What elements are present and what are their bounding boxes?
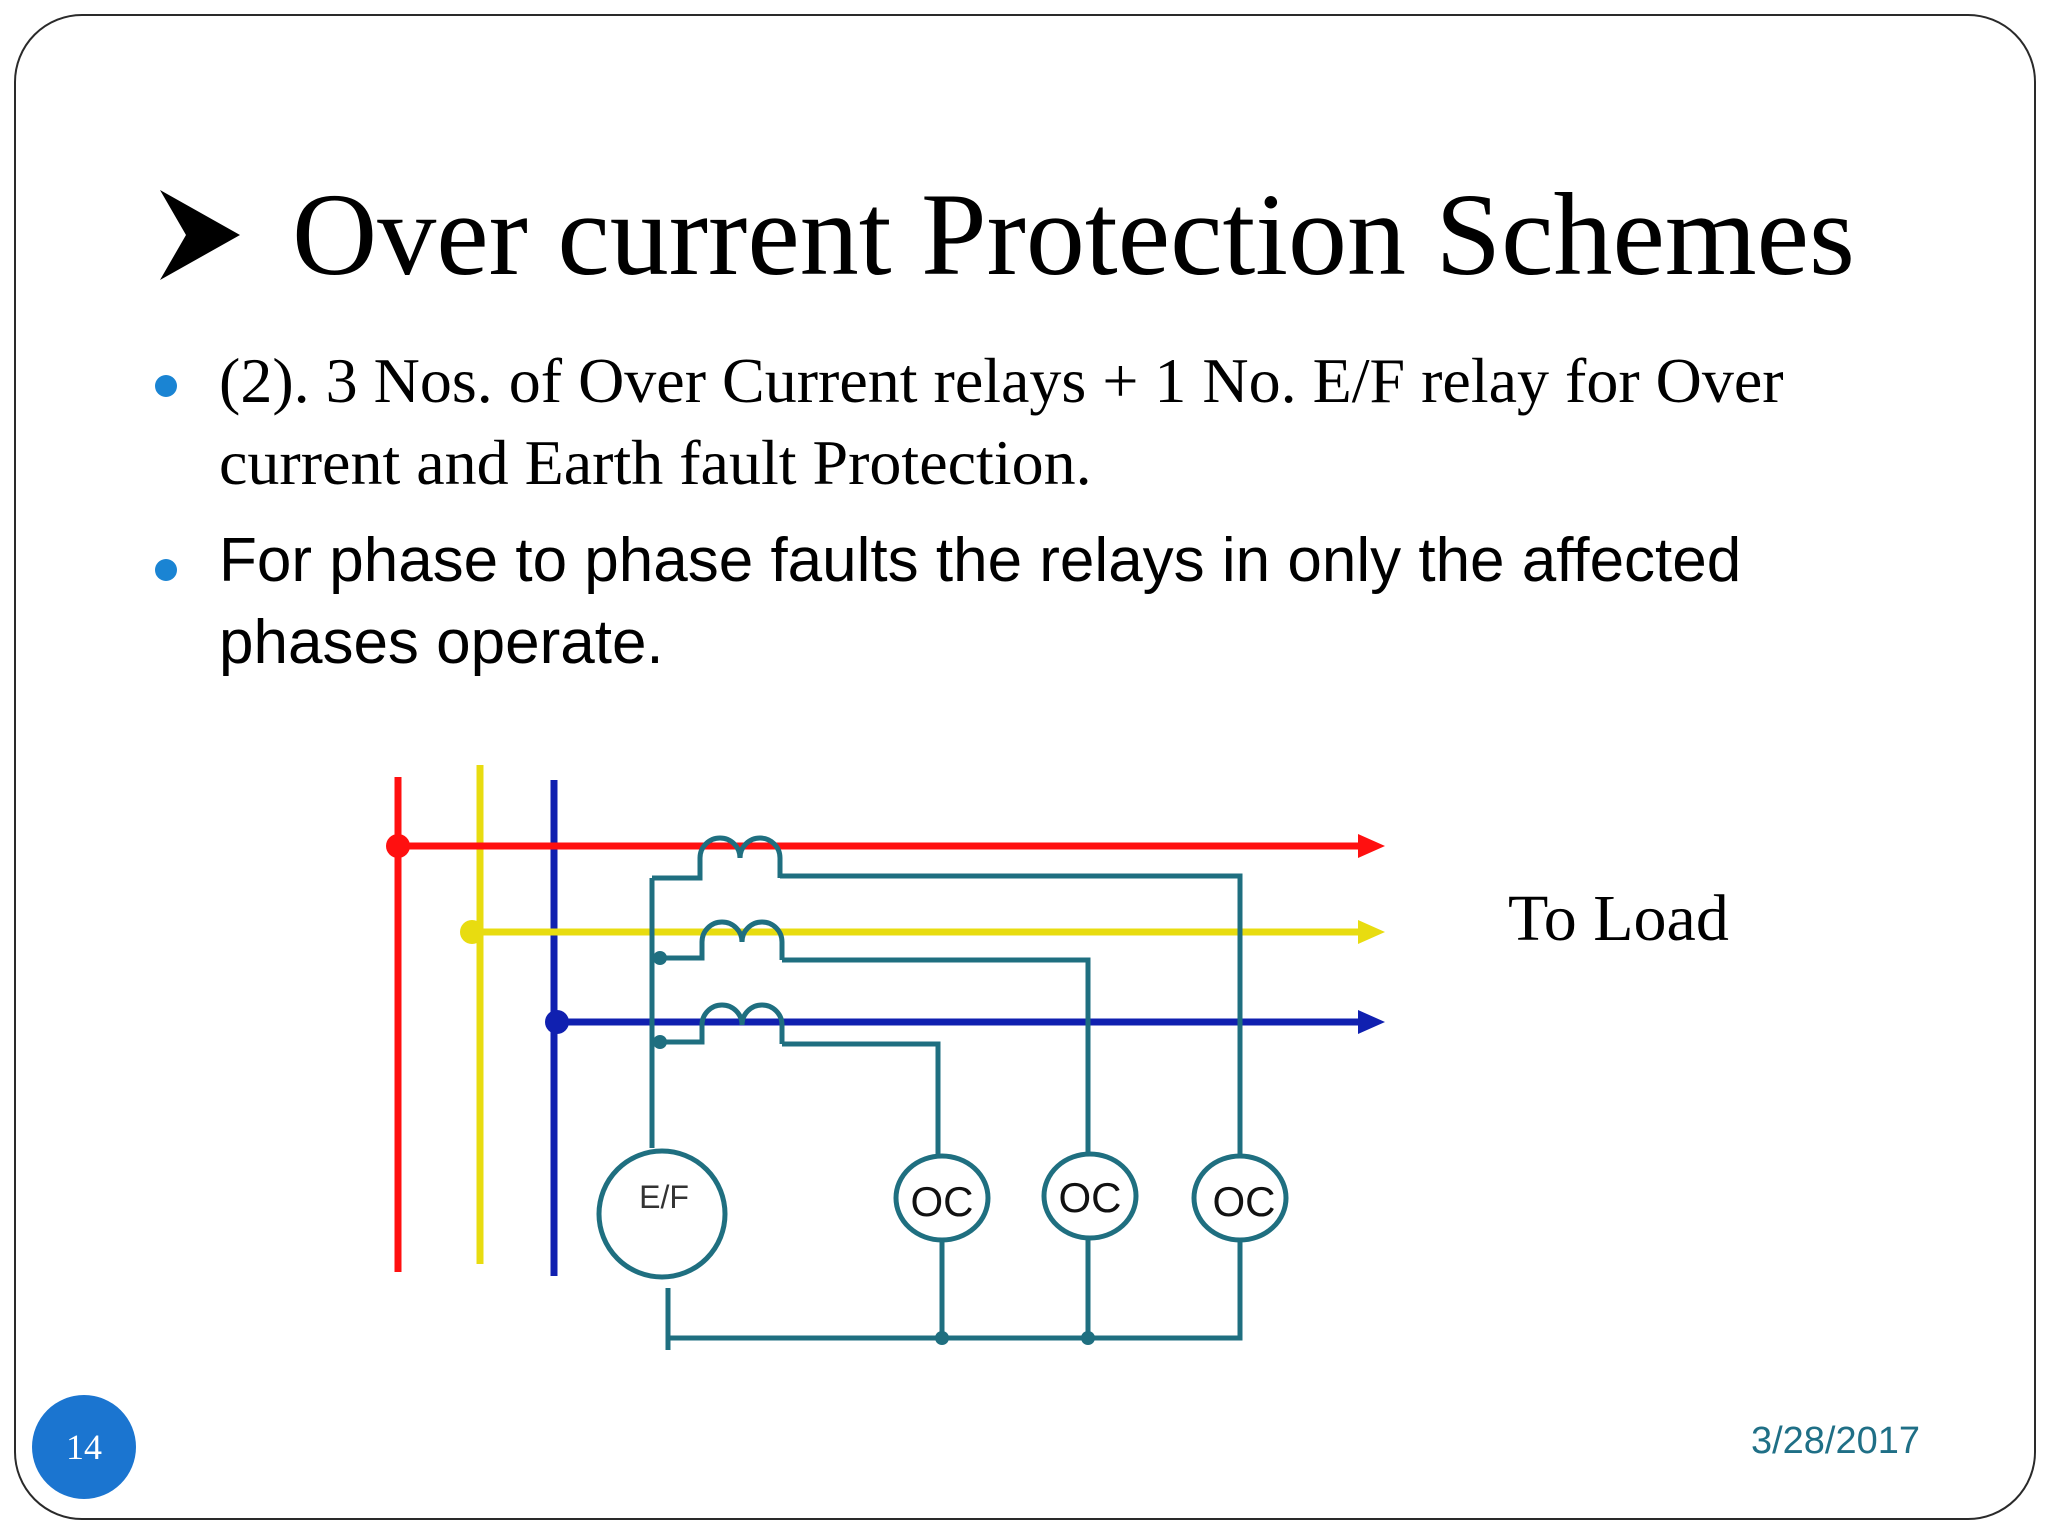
- yellow-phase-junction: [460, 920, 484, 944]
- wire-junction: [935, 1331, 949, 1345]
- ef-relay-label: E/F: [639, 1179, 689, 1215]
- bullet-dot-icon: [155, 375, 177, 397]
- oc-relay-label: OC: [1059, 1174, 1122, 1221]
- arrow-bullet-icon: [160, 190, 240, 280]
- bullet-dot-icon: [155, 559, 177, 581]
- ct-yellow-phase-icon: [660, 919, 785, 961]
- blue-phase-arrow: [1358, 1010, 1385, 1034]
- slide-date: 3/28/2017: [1750, 1420, 1920, 1462]
- bullet-text: (2). 3 Nos. of Over Current relays + 1 N…: [219, 345, 1784, 498]
- yellow-phase-arrow: [1358, 920, 1385, 944]
- slide-title: Over current Protection Schemes: [160, 170, 1960, 300]
- oc-relay-label: OC: [1213, 1178, 1276, 1225]
- ef-relay: [596, 1148, 728, 1280]
- oc-relay-label: OC: [911, 1178, 974, 1225]
- page-number-badge: 14: [32, 1395, 136, 1499]
- slide-frame: [14, 14, 2036, 1520]
- red-phase-junction: [386, 834, 410, 858]
- bullet-text: For phase to phase faults the relays in …: [219, 526, 1742, 677]
- blue-phase-junction: [545, 1010, 569, 1034]
- red-phase-arrow: [1358, 834, 1385, 858]
- slide-title-text: Over current Protection Schemes: [292, 169, 1855, 300]
- wire-junction: [653, 951, 667, 965]
- ct-red-phase-icon: [652, 835, 783, 881]
- to-load-label: To Load: [1508, 882, 1729, 955]
- wire-junction: [653, 1035, 667, 1049]
- wire-junction: [1081, 1331, 1095, 1345]
- ct-blue-phase-icon: [660, 1002, 785, 1045]
